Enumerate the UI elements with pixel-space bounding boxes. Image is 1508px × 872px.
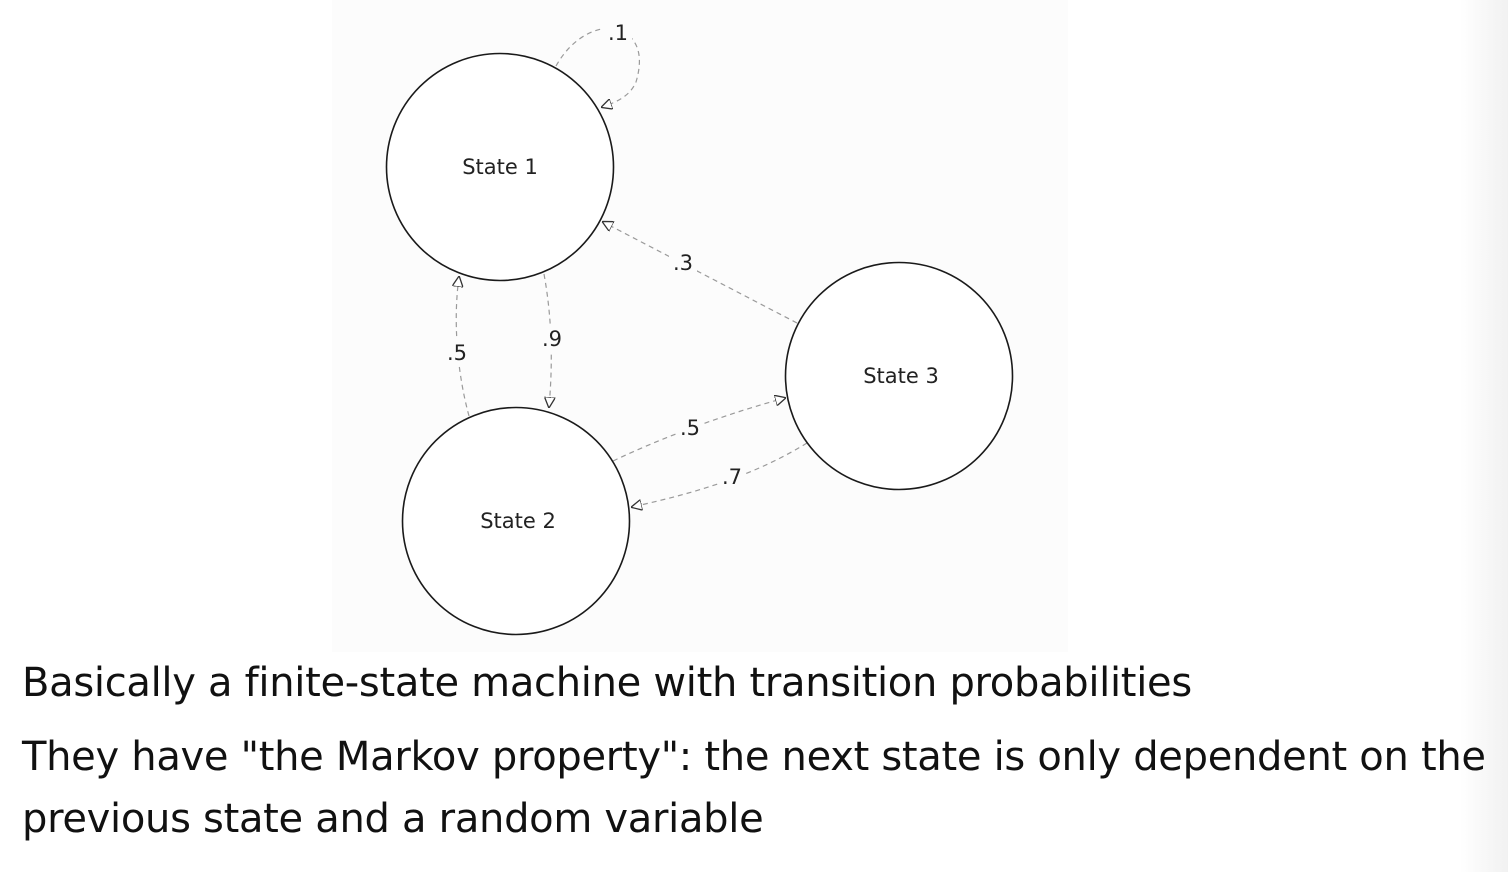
- edge-label-bg: [669, 248, 697, 276]
- edge-label-s2-s1: .5: [447, 341, 467, 365]
- right-edge-shade: [1460, 0, 1508, 872]
- node-label: State 1: [462, 155, 538, 179]
- edge-s3-s1: [603, 222, 798, 324]
- node-state-1: State 1: [385, 52, 615, 282]
- edge-s1-s1: [555, 27, 641, 107]
- markov-chain-diagram: .1 .9 .5 .5 .7 .3 State 1 State 2 State …: [385, 18, 1014, 636]
- node-state-2: State 2: [401, 406, 631, 636]
- node-label: State 2: [480, 509, 556, 533]
- edge-label-bg: [538, 324, 566, 352]
- node-circle: [385, 52, 615, 282]
- node-label: State 3: [863, 364, 939, 388]
- edge-s3-s2: [632, 442, 808, 507]
- edge-label-s1-s1: .1: [608, 21, 628, 45]
- caption-line-1: Basically a finite-state machine with tr…: [22, 660, 1192, 706]
- edge-label-s2-s3: .5: [680, 416, 700, 440]
- edge-label-bg: [718, 462, 746, 490]
- node-state-3: State 3: [784, 261, 1014, 491]
- edge-label-bg: [676, 413, 704, 441]
- edge-label-bg: [443, 338, 471, 366]
- edge-label-s3-s2: .7: [722, 465, 742, 489]
- edge-label-bg: [604, 18, 632, 46]
- caption-line-2: They have "the Markov property": the nex…: [22, 734, 1486, 842]
- node-circle: [401, 406, 631, 636]
- edge-label-s3-s1: .3: [673, 251, 693, 275]
- edge-label-s1-s2: .9: [542, 327, 562, 351]
- node-circle: [784, 261, 1014, 491]
